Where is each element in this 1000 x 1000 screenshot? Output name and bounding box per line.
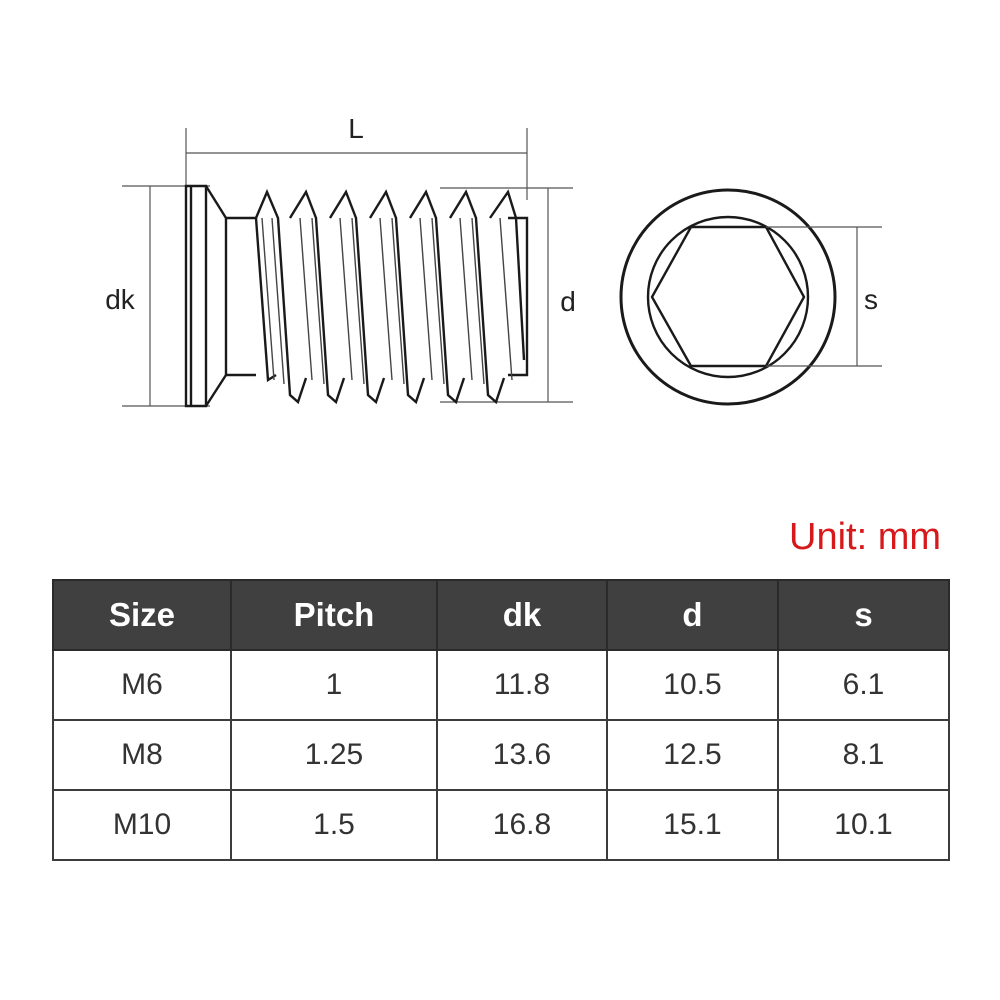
head-diameter-dimension — [122, 185, 210, 407]
hex-size-label: s — [864, 284, 878, 315]
end-view-inner-circle — [646, 215, 810, 379]
table-row: M8 1.25 13.6 12.5 8.1 — [52, 719, 950, 791]
size-spec-table: Size Pitch dk d s M6 1 11.8 10.5 6.1 M8 … — [52, 579, 950, 861]
table-cell: 11.8 — [436, 649, 608, 721]
insert-body — [224, 216, 529, 377]
table-cell: 16.8 — [436, 789, 608, 861]
outer-diameter-dimension — [440, 187, 573, 403]
table-cell: 10.1 — [777, 789, 950, 861]
thread-roots — [261, 217, 513, 385]
table-cell: 12.5 — [606, 719, 779, 791]
table-cell: 13.6 — [436, 719, 608, 791]
table-cell: M6 — [52, 649, 232, 721]
column-header-size: Size — [52, 579, 232, 651]
column-header-pitch: Pitch — [230, 579, 438, 651]
table-cell: 1.25 — [230, 719, 438, 791]
column-header-s: s — [777, 579, 950, 651]
column-header-d: d — [606, 579, 779, 651]
column-header-dk: dk — [436, 579, 608, 651]
thread-crests — [254, 188, 526, 405]
table-header-row: Size Pitch dk d s — [52, 579, 950, 651]
end-view: s — [619, 188, 882, 406]
table-row: M6 1 11.8 10.5 6.1 — [52, 649, 950, 721]
table-cell: M10 — [52, 789, 232, 861]
head-diameter-label: dk — [105, 284, 136, 315]
hex-socket — [650, 225, 806, 368]
insert-head — [184, 184, 208, 408]
table-row: M10 1.5 16.8 15.1 10.1 — [52, 789, 950, 861]
table-cell: 1 — [230, 649, 438, 721]
table-cell: 8.1 — [777, 719, 950, 791]
side-view: L dk d — [105, 113, 576, 408]
table-cell: M8 — [52, 719, 232, 791]
outer-diameter-label: d — [560, 286, 576, 317]
insert-head-chamfer — [189, 185, 228, 407]
hex-size-dimension — [766, 226, 882, 367]
unit-label: Unit: mm — [789, 516, 941, 558]
table-cell: 6.1 — [777, 649, 950, 721]
end-view-outer-circle — [619, 188, 837, 406]
technical-drawing: L dk d — [105, 113, 882, 408]
table-cell: 15.1 — [606, 789, 779, 861]
length-label: L — [348, 113, 364, 144]
table-cell: 10.5 — [606, 649, 779, 721]
table-cell: 1.5 — [230, 789, 438, 861]
